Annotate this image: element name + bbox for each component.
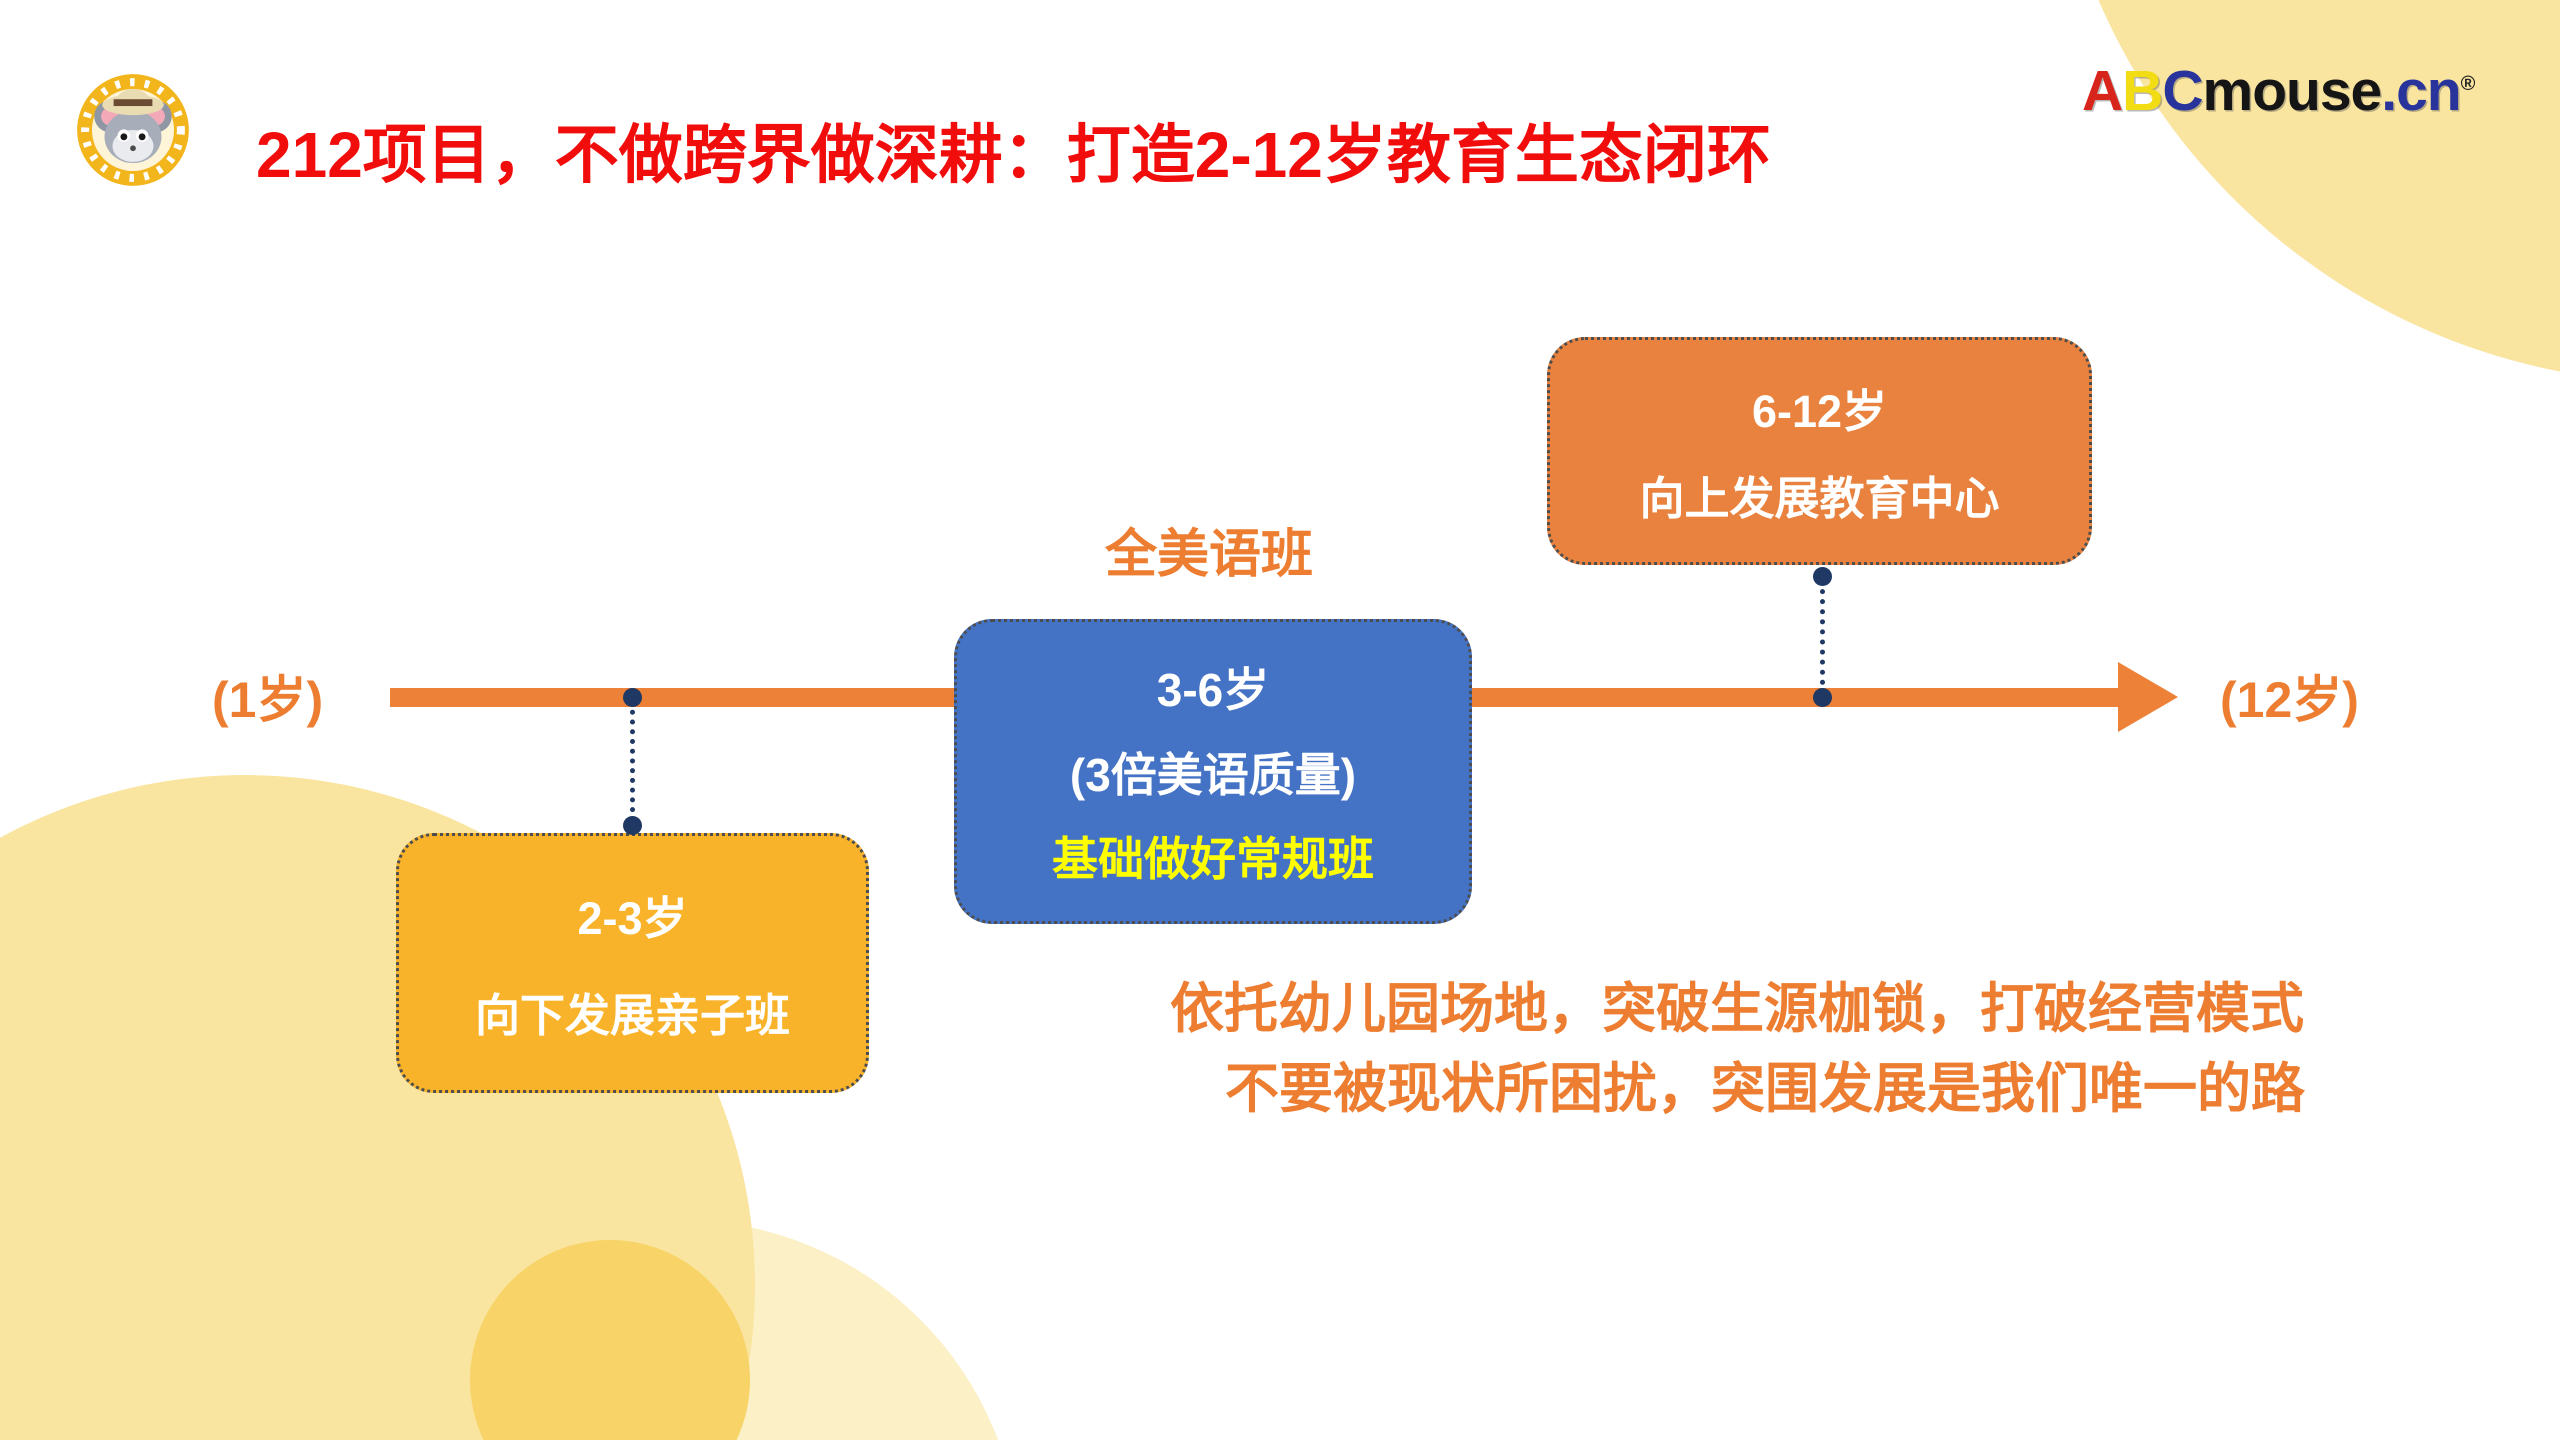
stage-box-3-6: 3-6岁 (3倍美语质量) 基础做好常规班 [954, 619, 1472, 924]
brand-word-mouse: mouse [2202, 59, 2383, 123]
stage-tag-quanmeiyuban: 全美语班 [1105, 526, 1314, 584]
stage-age: 6-12岁 [1751, 386, 1888, 438]
mouse-mascot-icon [77, 74, 189, 186]
lower-box-node-dot [623, 816, 642, 835]
stage-age: 3-6岁 [1156, 664, 1270, 717]
connector-line-upper [1820, 579, 1825, 695]
stage-desc2: 基础做好常规班 [1052, 832, 1374, 885]
abcmouse-badge-logo [76, 73, 190, 187]
timeline-arrowhead-icon [2118, 662, 2178, 732]
page-title: 212项目，不做跨界做深耕：打造2-12岁教育生态闭环 [256, 119, 1771, 191]
stage-box-2-3: 2-3岁 向下发展亲子班 [396, 833, 869, 1093]
stage-desc: 向上发展教育中心 [1639, 472, 2000, 524]
timeline-node-dot [623, 688, 642, 707]
note-line-2: 不要被现状所困扰，突围发展是我们唯一的路 [1225, 1059, 2305, 1119]
registered-mark: ® [2460, 73, 2476, 95]
stage-desc: 向下发展亲子班 [474, 990, 790, 1041]
brand-letter-c: C [2162, 59, 2203, 123]
timeline-end-label: (12岁) [2220, 672, 2359, 728]
stage-age: 2-3岁 [577, 893, 688, 944]
brand-letter-a: A [2082, 59, 2123, 123]
upper-box-node-dot [1813, 567, 1832, 586]
brand-letter-b: B [2122, 59, 2163, 123]
timeline-node-dot [1813, 688, 1832, 707]
brand-suffix-cn: .cn [2381, 59, 2461, 123]
note-line-1: 依托幼儿园场地，突破生源枷锁，打破经营模式 [1170, 979, 2304, 1039]
stage-desc: (3倍美语质量) [1069, 748, 1357, 801]
timeline-start-label: (1岁) [212, 672, 324, 728]
abcmouse-wordmark-logo: ABCmouse.cn® [2082, 58, 2475, 124]
stage-box-6-12: 6-12岁 向上发展教育中心 [1547, 337, 2092, 565]
connector-line-lower [630, 700, 635, 822]
